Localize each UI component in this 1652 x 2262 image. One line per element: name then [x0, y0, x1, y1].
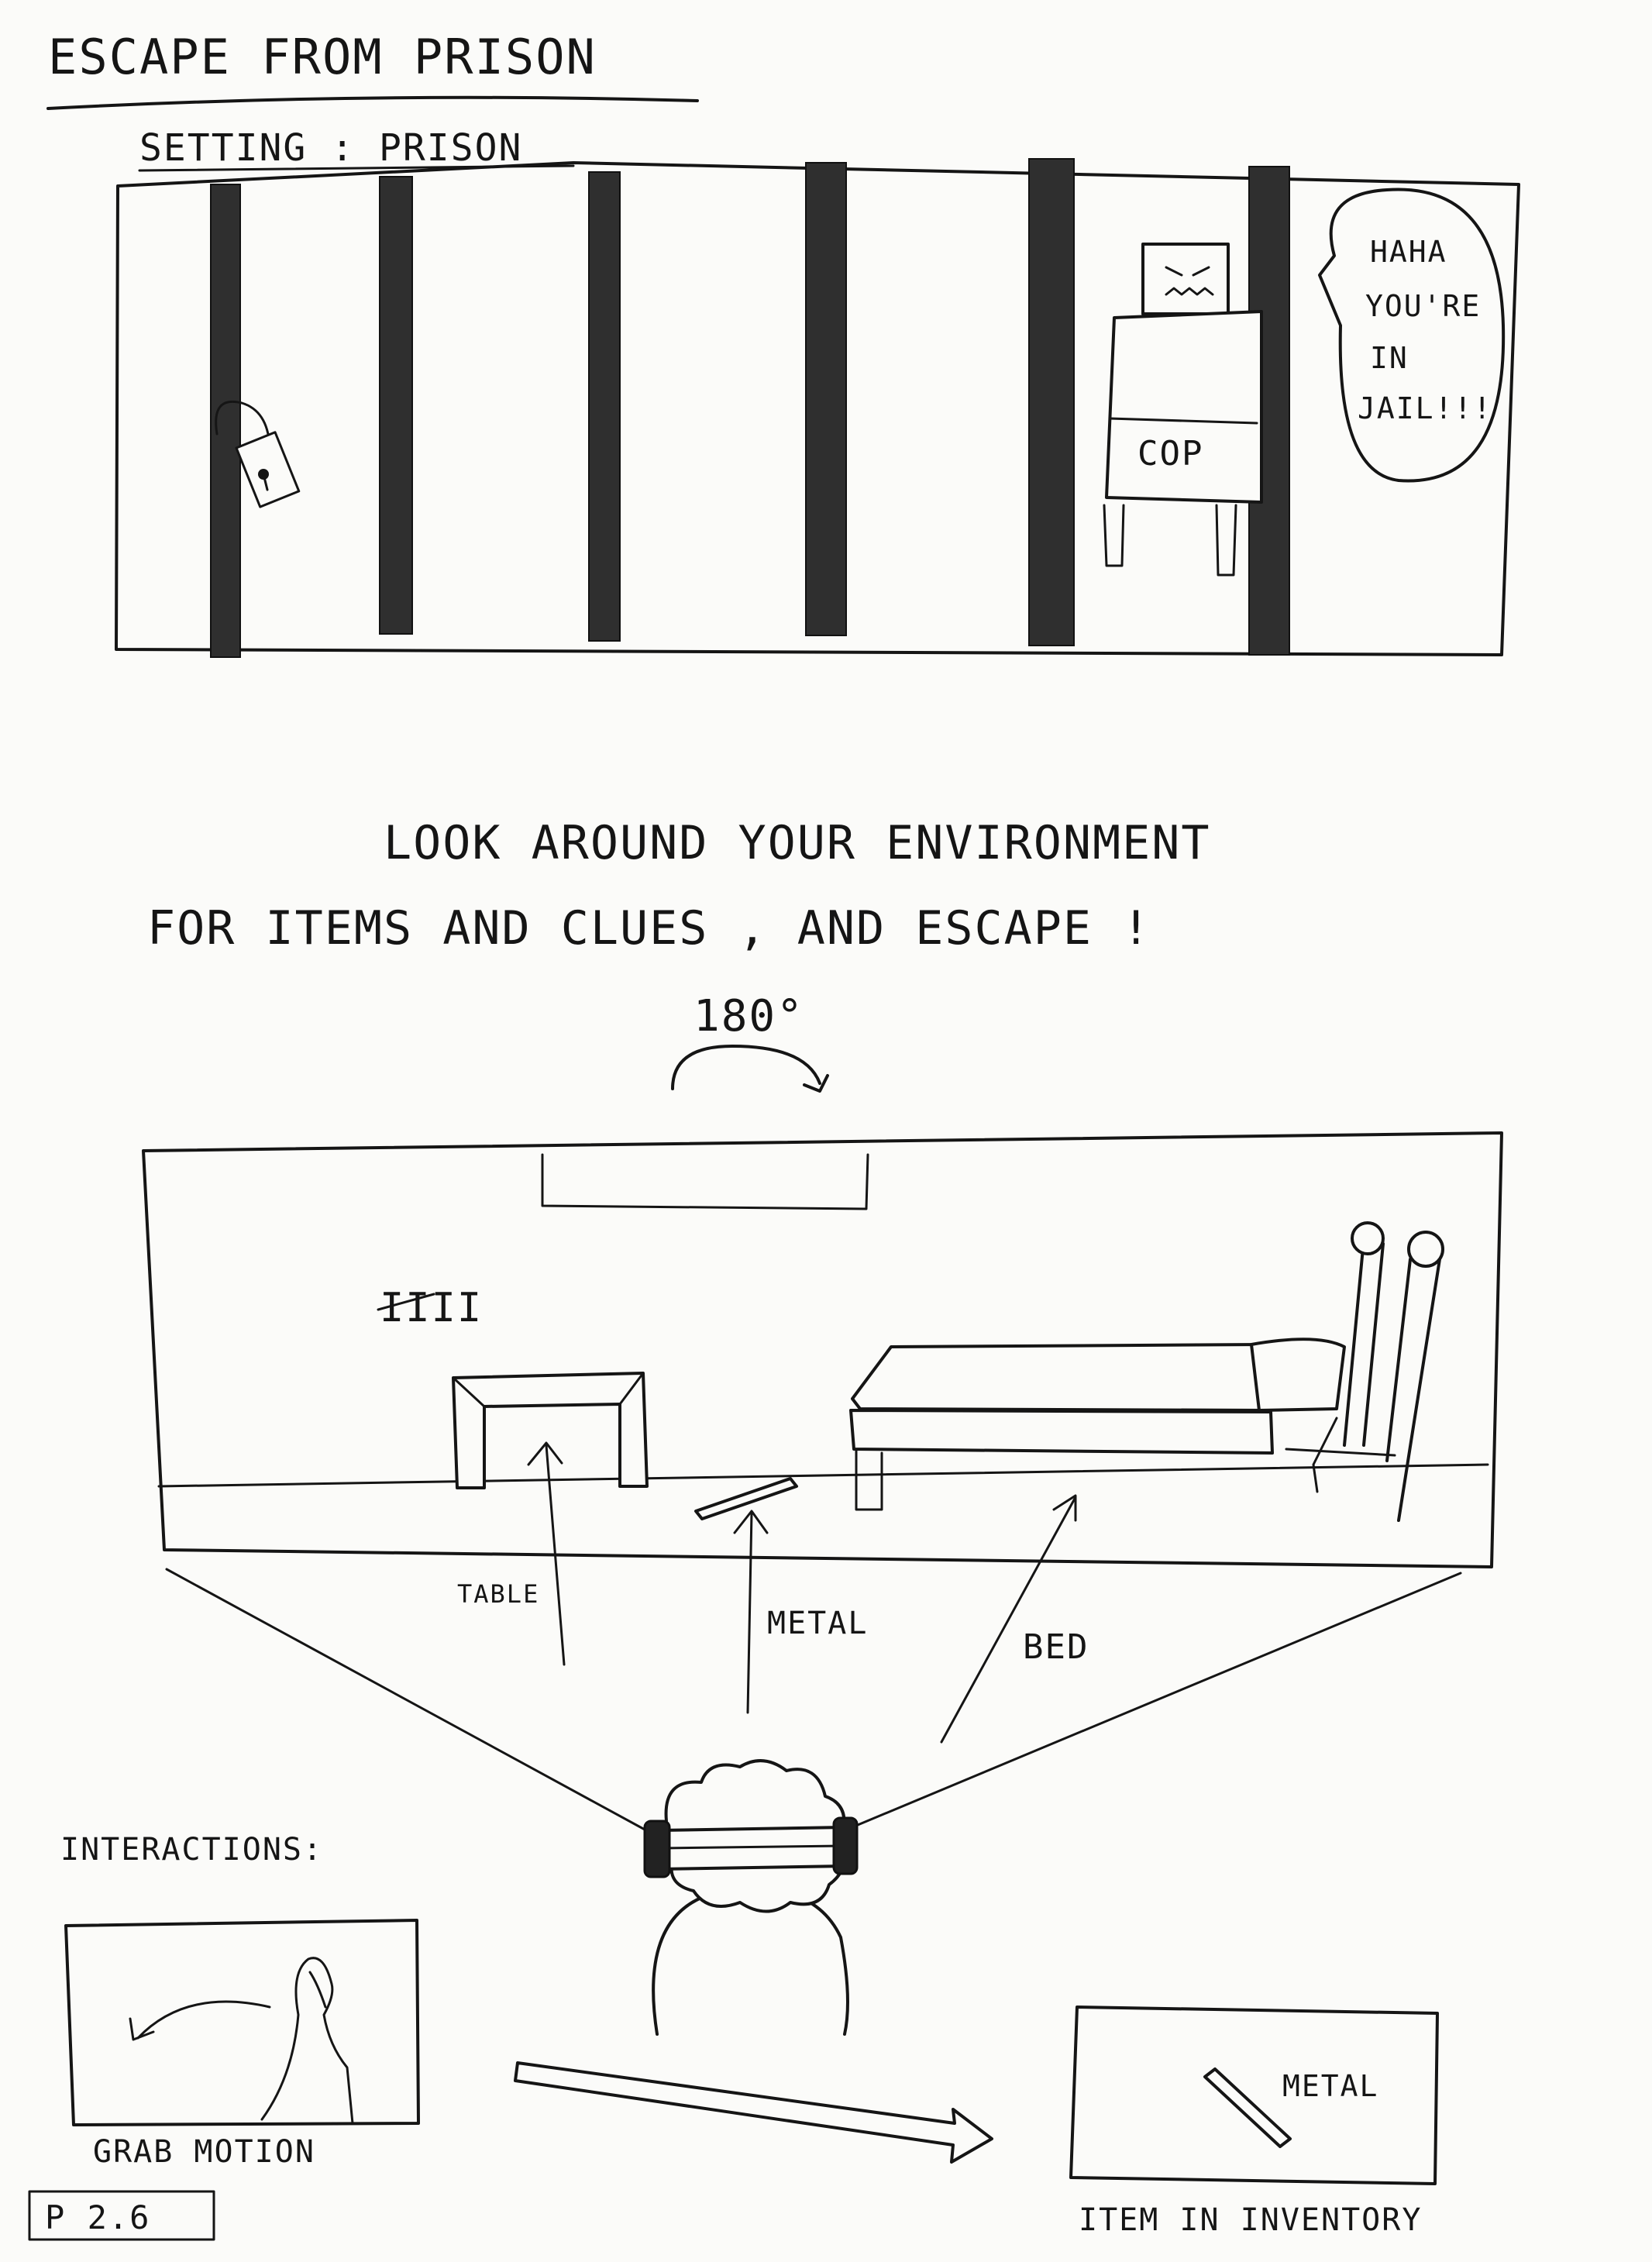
headboard-post — [1344, 1240, 1383, 1445]
grab-motion-label: GRAB MOTION — [93, 2134, 315, 2170]
inventory-label: ITEM IN INVENTORY — [1079, 2202, 1422, 2238]
bed-leg — [1313, 1418, 1337, 1492]
inventory-item-label: METAL — [1282, 2069, 1378, 2103]
cell-bar — [1029, 159, 1074, 646]
cell-bar — [380, 177, 412, 634]
inventory-panel: METAL — [1071, 2007, 1437, 2184]
page-title: ESCAPE FROM PRISON — [48, 29, 597, 85]
setting-label: SETTING : PRISON — [139, 126, 522, 170]
speech-line: IN — [1370, 341, 1409, 375]
hand-icon — [262, 1958, 353, 2123]
cell-bar — [806, 163, 846, 635]
table-label: TABLE — [457, 1579, 539, 1609]
page-number-box: P 2.6 — [29, 2191, 214, 2240]
page-number: P 2.6 — [45, 2198, 150, 2236]
title-underline — [48, 98, 697, 108]
cop-guard: COP — [1104, 244, 1261, 575]
bed-label: BED — [1023, 1627, 1089, 1667]
ceiling-light — [542, 1155, 868, 1209]
bed[interactable] — [851, 1223, 1443, 1520]
player-avatar — [645, 1761, 857, 2034]
rotation-label: 180° — [693, 991, 804, 1041]
bed-rail — [1286, 1449, 1395, 1455]
rotate-arrow-icon — [673, 1046, 828, 1091]
instruction-line-1: LOOK AROUND YOUR ENVIRONMENT — [384, 816, 1210, 870]
grab-motion-panel — [66, 1920, 418, 2125]
tally-marks: IIII — [380, 1285, 483, 1331]
view-cone-line — [167, 1569, 655, 1835]
metal-rod[interactable] — [696, 1479, 797, 1519]
headboard-knob — [1352, 1223, 1383, 1254]
speech-line: HAHA — [1370, 235, 1447, 269]
metal-rod-item-icon — [1205, 2069, 1290, 2147]
table[interactable] — [453, 1373, 647, 1488]
view-cone-line — [848, 1573, 1461, 1829]
bed-pillow — [1251, 1339, 1344, 1410]
floor-line — [159, 1465, 1488, 1486]
transition-arrow-icon — [515, 2063, 992, 2162]
prison-scene-panel: COP HAHA YOU'RE IN JAIL!!! — [116, 159, 1519, 657]
speech-line: YOU'RE — [1365, 289, 1481, 323]
speech-bubble: HAHA YOU'RE IN JAIL!!! — [1320, 189, 1503, 480]
cop-leg — [1217, 505, 1236, 575]
cop-head — [1143, 244, 1228, 314]
grab-panel-frame — [66, 1920, 418, 2125]
headboard-post — [1387, 1259, 1440, 1520]
grab-arrow-icon — [130, 2002, 270, 2040]
player-body — [653, 1889, 848, 2035]
speech-line: JAIL!!! — [1358, 391, 1492, 425]
bed-callout: BED — [941, 1496, 1089, 1742]
cop-label: COP — [1137, 434, 1203, 473]
cell-bar — [589, 172, 620, 641]
cop-leg — [1104, 505, 1124, 566]
bed-leg — [856, 1451, 882, 1510]
inventory-panel-frame — [1071, 2007, 1437, 2184]
interactions-heading: INTERACTIONS: — [60, 1832, 323, 1868]
metal-callout: METAL — [735, 1511, 868, 1713]
speech-bubble-outline — [1320, 189, 1503, 480]
room-view-panel: IIII — [143, 1133, 1502, 1567]
metal-label: METAL — [767, 1606, 868, 1641]
instruction-line-2: FOR ITEMS AND CLUES , AND ESCAPE ! — [147, 901, 1151, 955]
bed-frame — [851, 1410, 1272, 1453]
bed-mattress — [852, 1344, 1271, 1410]
headboard-knob — [1409, 1232, 1443, 1266]
cop-body — [1106, 312, 1261, 502]
